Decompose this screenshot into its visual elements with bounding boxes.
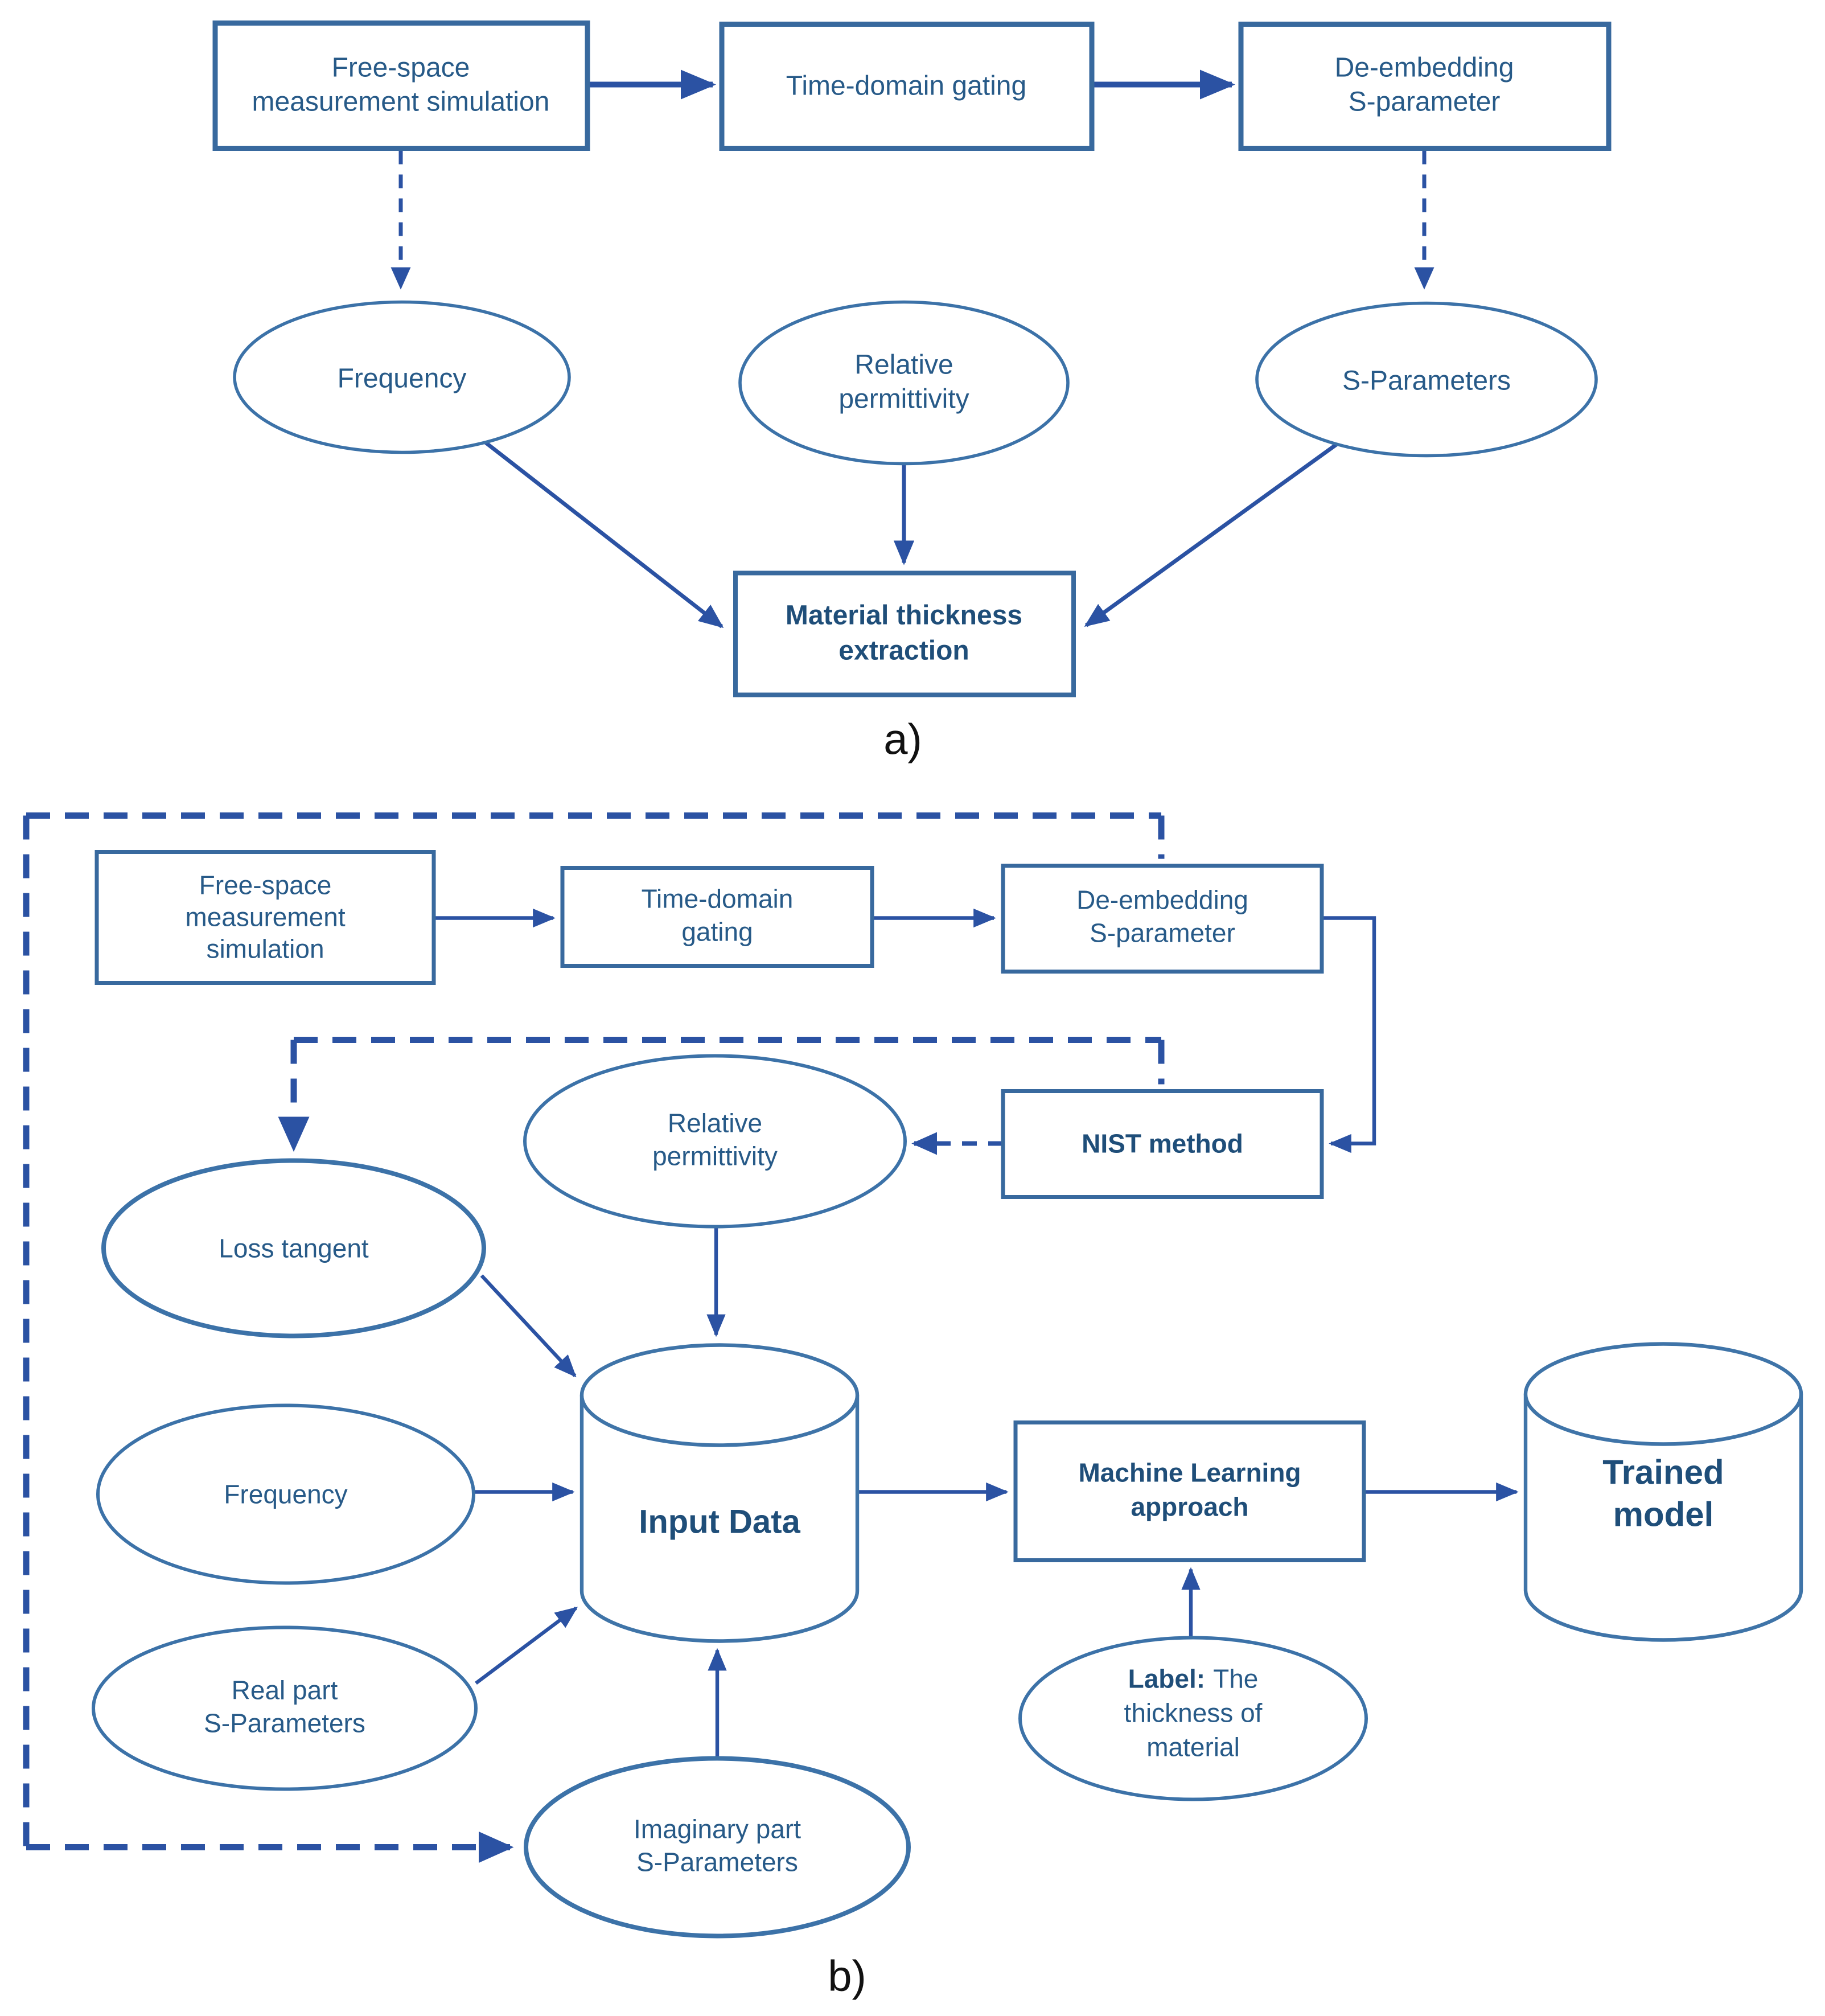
real-part-label-line2: S-Parameters [204,1709,365,1738]
b-time-domain-box-shape [560,866,874,968]
loss-tangent-ellipse-shape [101,1158,486,1338]
node-b-machine-learning-box: Machine Learning approach [1013,1420,1366,1562]
b-time-domain-label-line1: Time-domain [642,884,794,914]
s-parameters-ellipse-shape [1255,301,1598,458]
b-relative-permittivity-ellipse-shape [523,1054,907,1229]
node-b-de-embedding-box: De-embedding S-parameter [1001,864,1324,974]
material-thickness-label-line2: extraction [838,636,969,666]
node-b-nist-box: NIST method [1001,1089,1324,1199]
relative-permittivity-label-line1: Relative [854,350,953,380]
frequency-ellipse-label: Frequency [338,364,467,394]
b-free-space-label-line2: measurement [185,902,345,932]
trained-model-label-line2: model [1613,1496,1714,1534]
trained-model-label-line1: Trained [1602,1454,1724,1492]
time-domain-box-shape [719,22,1095,151]
panel-a: Free-space measurement simulation Time-d… [212,20,1612,764]
de-embedding-box-shape [1238,22,1612,151]
real-part-label-line1: Real part [232,1676,338,1705]
node-a-material-thickness-box: Material thickness extraction [733,570,1076,697]
node-b-free-space-box: Free-space measurement simulation [94,850,436,985]
panel-b: Free-space measurement simulation Time-d… [23,812,1803,2001]
node-b-imaginary-part-ellipse: Imaginary part S-Parameters [524,1756,911,1939]
machine-learning-label-line2: approach [1131,1492,1248,1522]
panel-a-caption: a) [883,716,922,764]
input-data-cylinder-top [579,1343,860,1447]
label-ellipse-shape [1018,1636,1368,1801]
material-thickness-box-shape [733,570,1076,697]
node-a-de-embedding-box: De-embedding S-parameter [1238,22,1612,151]
edge-a-sparameters-to-extraction [1084,442,1338,627]
label-ellipse-line3: material [1146,1732,1240,1762]
label-ellipse-line1: Label: The [1128,1664,1259,1694]
label-ellipse-line1-rest: The [1213,1664,1258,1694]
b-free-space-box-shape [94,850,436,985]
edge-b-deembedding-to-nist-elbow [1322,916,1376,1153]
node-b-time-domain-box: Time-domain gating [560,866,874,968]
input-data-label: Input Data [639,1504,800,1541]
label-ellipse-bold-prefix: Label: [1128,1664,1205,1694]
node-a-free-space-box: Free-space measurement simulation [212,20,590,151]
relative-permittivity-label-line2: permittivity [838,384,969,414]
b-frequency-label: Frequency [224,1480,347,1509]
label-ellipse-line2: thickness of [1124,1698,1263,1728]
input-data-cylinder-body [579,1395,860,1643]
node-b-relative-permittivity-ellipse: Relative permittivity [523,1054,907,1229]
node-a-s-parameters-ellipse: S-Parameters [1255,301,1598,458]
imaginary-part-label-line1: Imaginary part [634,1814,801,1844]
node-b-trained-model-cylinder: Trained model [1523,1342,1803,1642]
frequency-ellipse-shape [233,300,571,454]
free-space-box-label-line2: measurement simulation [252,87,550,117]
relative-permittivity-ellipse-shape [738,300,1070,466]
node-b-loss-tangent-ellipse: Loss tangent [101,1158,486,1338]
free-space-box-label-line1: Free-space [332,53,470,83]
node-a-relative-permittivity-ellipse: Relative permittivity [738,300,1070,466]
machine-learning-label-line1: Machine Learning [1078,1458,1301,1488]
trained-model-cylinder-body [1523,1394,1803,1642]
nist-box-label: NIST method [1082,1129,1243,1159]
node-b-frequency-ellipse: Frequency [96,1403,475,1585]
de-embedding-box-label-line2: S-parameter [1349,87,1501,117]
b-de-embedding-label-line1: De-embedding [1076,885,1248,915]
b-time-domain-label-line2: gating [681,917,753,947]
b-free-space-label-line1: Free-space [199,871,332,900]
panel-b-caption: b) [828,1952,866,2001]
node-a-time-domain-box: Time-domain gating [719,22,1095,151]
b-relative-permittivity-label-line1: Relative [668,1108,762,1138]
b-relative-permittivity-label-line2: permittivity [652,1142,778,1171]
b-frequency-ellipse-shape [96,1403,475,1585]
de-embedding-box-label-line1: De-embedding [1335,53,1514,83]
edge-b-realpart-to-inputdata [475,1606,578,1685]
machine-learning-box-shape [1013,1420,1366,1562]
b-de-embedding-label-line2: S-parameter [1090,918,1235,948]
free-space-box-shape [212,20,590,151]
node-b-input-data-cylinder: Input Data [579,1343,860,1643]
imaginary-part-ellipse-shape [524,1756,911,1939]
edge-a-frequency-to-extraction [483,440,724,629]
s-parameters-ellipse-label: S-Parameters [1342,366,1511,396]
loss-tangent-label: Loss tangent [219,1234,369,1263]
time-domain-box-label: Time-domain gating [786,71,1026,101]
b-de-embedding-box-shape [1001,864,1324,974]
imaginary-part-label-line2: S-Parameters [636,1847,798,1877]
nist-box-shape [1001,1089,1324,1199]
node-a-frequency-ellipse: Frequency [233,300,571,454]
node-b-real-part-ellipse: Real part S-Parameters [92,1625,478,1791]
node-b-label-ellipse: Label: The thickness of material [1018,1636,1368,1801]
b-free-space-label-line3: simulation [206,934,324,964]
real-part-ellipse-shape [92,1625,478,1791]
edge-b-losstangent-to-inputdata [480,1274,577,1378]
material-thickness-label-line1: Material thickness [786,601,1022,631]
trained-model-cylinder-top [1523,1342,1803,1446]
